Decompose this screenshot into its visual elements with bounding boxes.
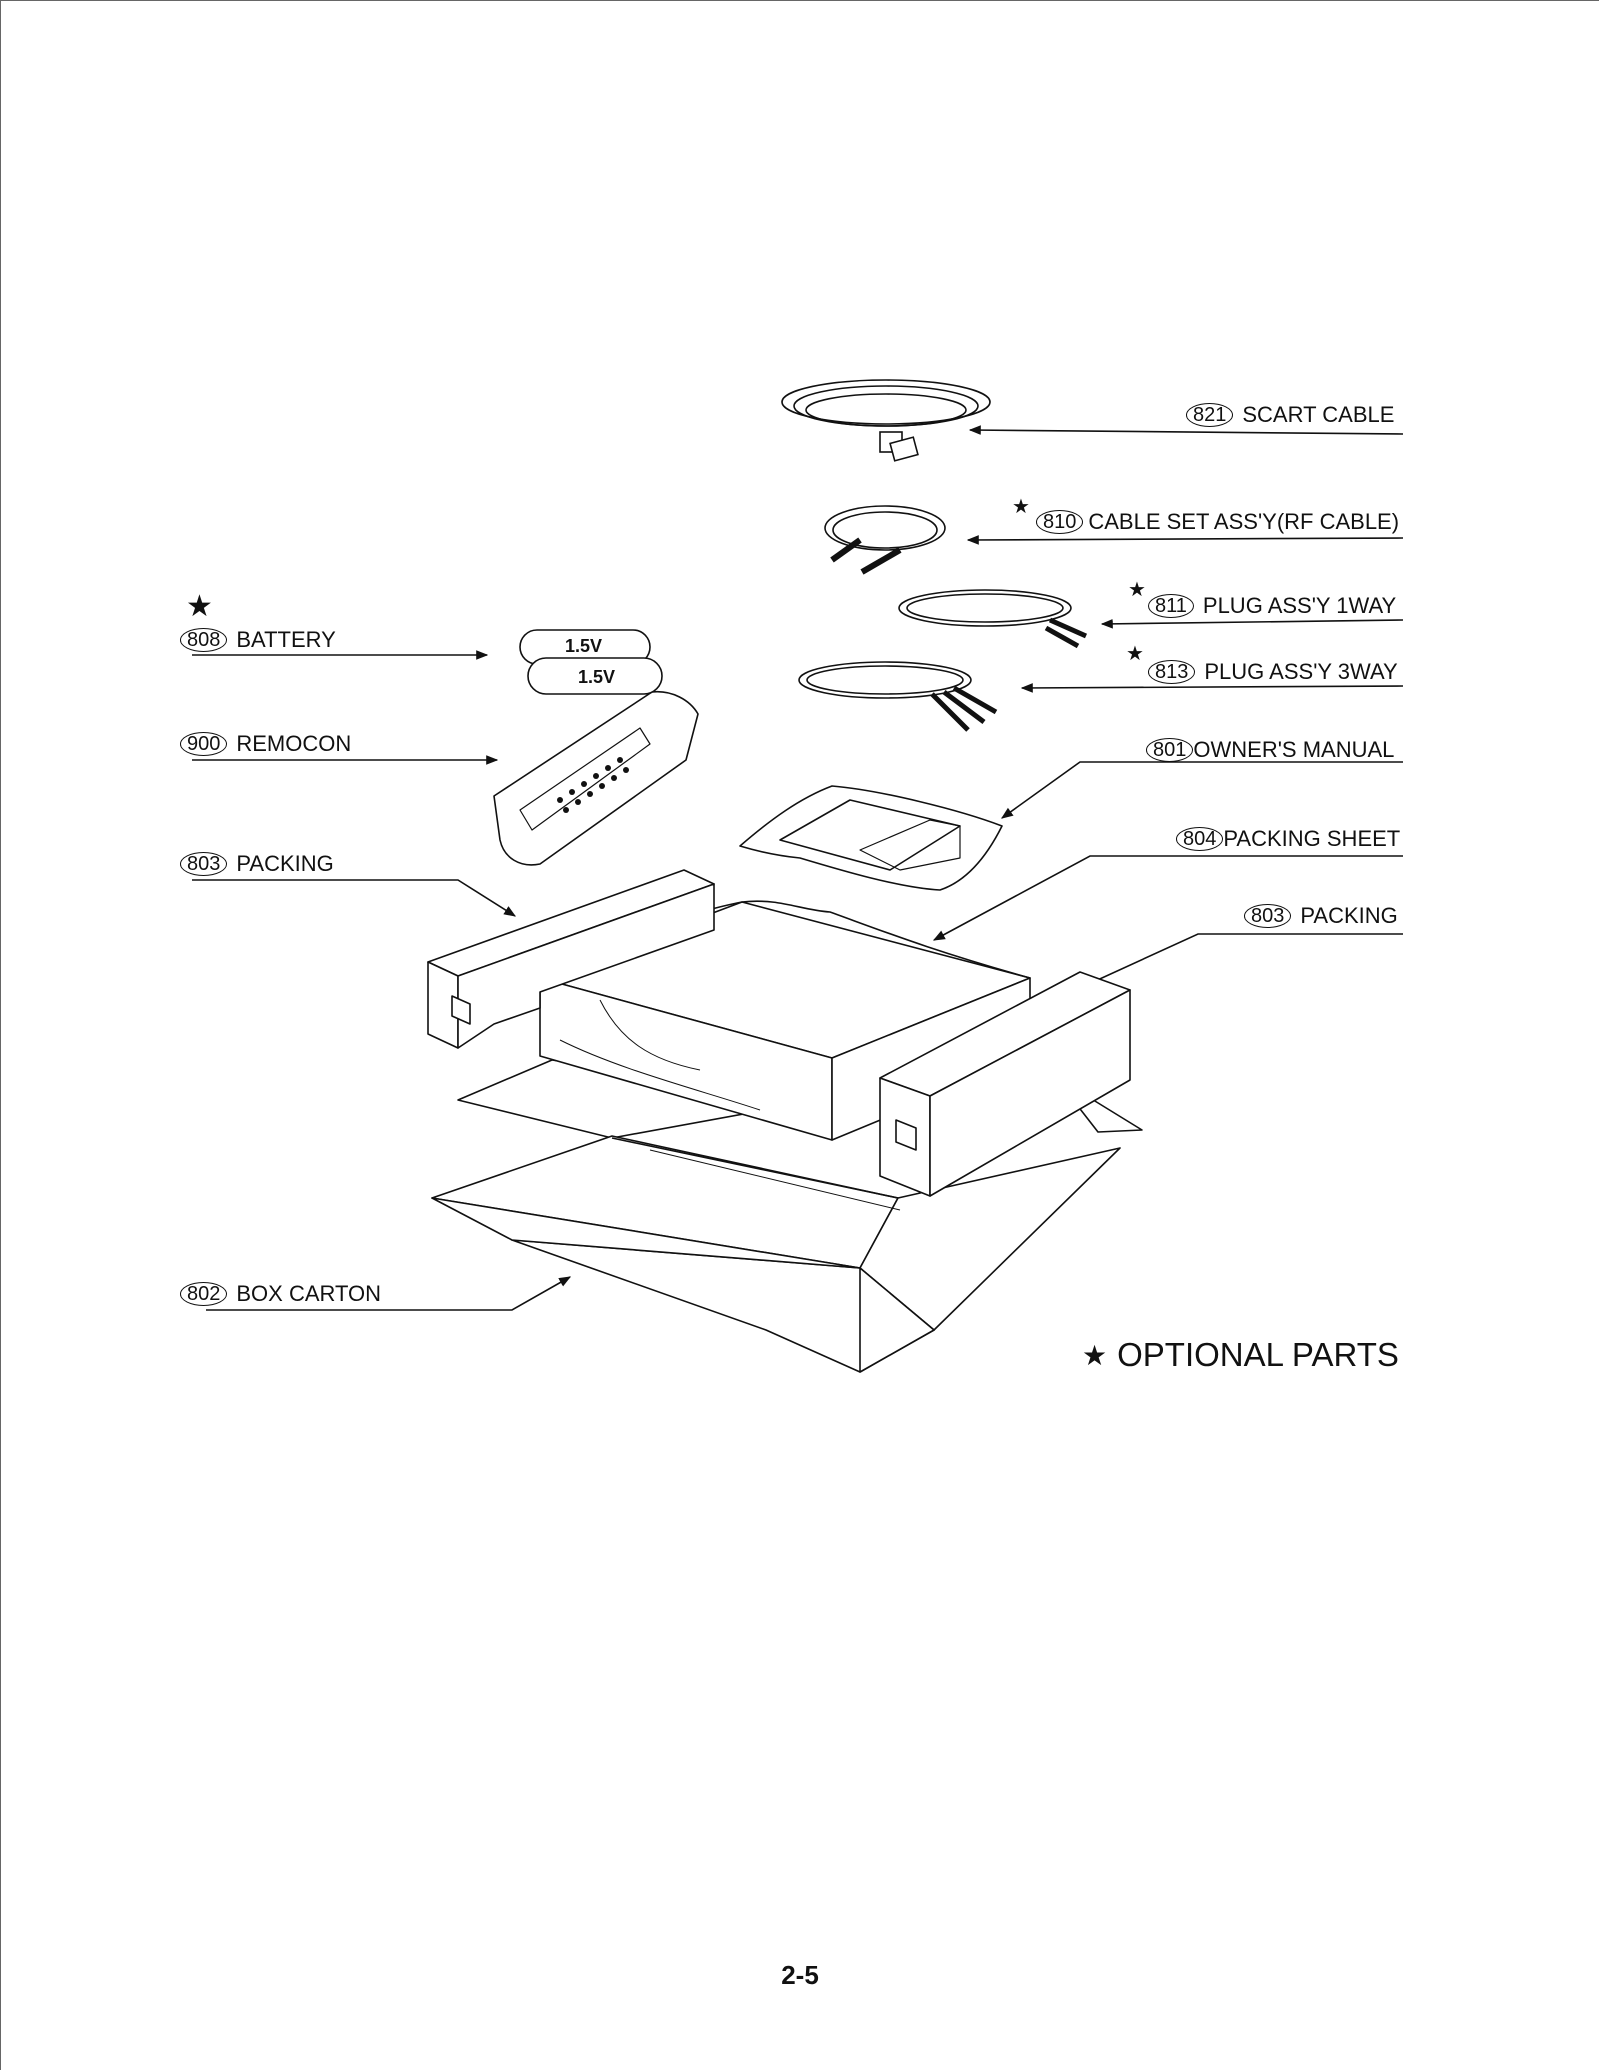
- leader-lines: [192, 425, 1404, 1311]
- callout-packing-right: 803 PACKING: [1244, 904, 1398, 928]
- callout-packing-sheet: 804 PACKING SHEET: [1176, 827, 1400, 851]
- part-name-label: PACKING SHEET: [1223, 826, 1401, 851]
- part-number-badge: 803: [180, 852, 228, 876]
- part-number-badge: 821: [1186, 403, 1234, 427]
- part-name-label: REMOCON: [236, 731, 352, 756]
- part-number-badge: 803: [1244, 904, 1292, 928]
- callout-packing-left: 803 PACKING: [180, 852, 334, 876]
- legend-star-icon: ★: [1082, 1339, 1108, 1371]
- part-name-label: BOX CARTON: [236, 1281, 382, 1306]
- part-number-badge: 811: [1148, 594, 1194, 618]
- part-name-label: PACKING: [236, 851, 334, 876]
- callout-rf-cable: 810 CABLE SET ASS'Y(RF CABLE): [1036, 510, 1399, 534]
- part-number-badge: 813: [1148, 660, 1196, 684]
- part-name-label: PACKING: [1300, 903, 1398, 928]
- battery-label-back: 1.5V: [565, 636, 602, 656]
- part-number-badge: 810: [1036, 510, 1084, 534]
- part-name-label: PLUG ASS'Y 3WAY: [1204, 659, 1398, 684]
- battery-drawing: 1.5V 1.5V: [519, 629, 663, 695]
- callout-remocon: 900 REMOCON: [180, 732, 351, 756]
- legend-text: OPTIONAL PARTS: [1117, 1336, 1399, 1373]
- box-carton-drawing: [431, 1059, 1143, 1373]
- optional-star-icon: ★: [186, 590, 213, 623]
- callout-owners-manual: 801 OWNER'S MANUAL: [1146, 738, 1394, 762]
- callout-plug-3way: 813 PLUG ASS'Y 3WAY: [1148, 660, 1398, 684]
- part-name-label: BATTERY: [236, 627, 336, 652]
- part-name-label: OWNER'S MANUAL: [1193, 737, 1395, 762]
- battery-label-front: 1.5V: [578, 667, 615, 687]
- callout-plug-1way: 811 PLUG ASS'Y 1WAY: [1148, 594, 1396, 618]
- owners-manual-drawing: [739, 785, 1003, 891]
- optional-parts-legend: ★ OPTIONAL PARTS: [1082, 1336, 1399, 1374]
- part-number-badge: 900: [180, 732, 228, 756]
- callout-box-carton: 802 BOX CARTON: [180, 1282, 381, 1306]
- part-name-label: PLUG ASS'Y 1WAY: [1202, 593, 1397, 618]
- packing-left-drawing: [427, 869, 715, 1049]
- callout-scart-cable: 821 SCART CABLE: [1186, 403, 1394, 427]
- part-name-label: SCART CABLE: [1242, 402, 1395, 427]
- part-number-badge: 804: [1176, 827, 1224, 851]
- optional-star-icon: ★: [1012, 496, 1030, 518]
- part-number-badge: 801: [1146, 738, 1194, 762]
- optional-star-icon: ★: [1126, 643, 1144, 665]
- packing-right-drawing: [879, 971, 1131, 1197]
- callout-battery: 808 BATTERY: [180, 628, 336, 652]
- optional-star-icon: ★: [1128, 579, 1146, 601]
- cables-drawing: [781, 379, 1088, 732]
- part-number-badge: 802: [180, 1282, 228, 1306]
- part-name-label: CABLE SET ASS'Y(RF CABLE): [1088, 509, 1400, 534]
- part-number-badge: 808: [180, 628, 228, 652]
- page-number: 2-5: [781, 1960, 819, 1990]
- remocon-drawing: [493, 690, 699, 866]
